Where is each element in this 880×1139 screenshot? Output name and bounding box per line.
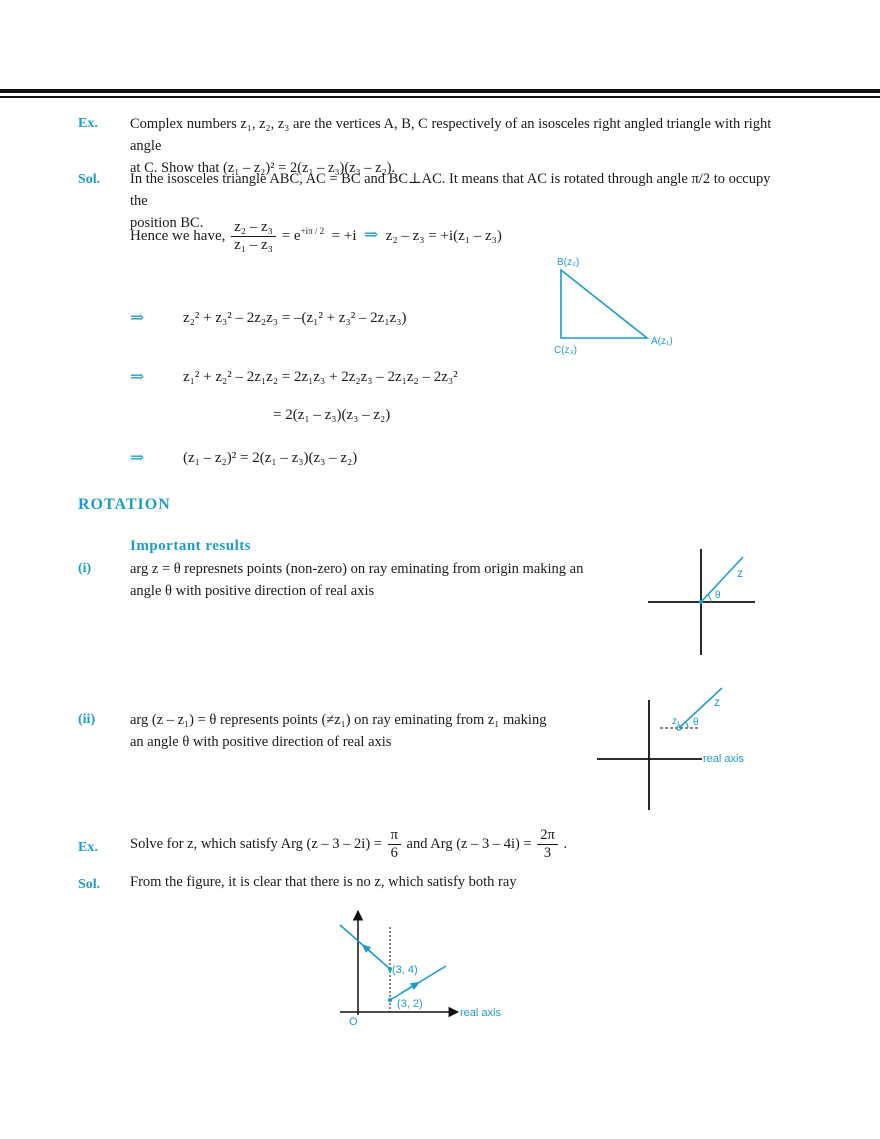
ray-2pi-3-arrow	[361, 943, 377, 958]
point-3-2	[388, 998, 392, 1002]
example-line-2: at C. Show that (z₁ – z₂)² = 2(z₁ – z₃)(…	[130, 160, 396, 176]
solution-line-1: In the isosceles triangle ABC, AC = BC a…	[130, 171, 771, 209]
theta-label: θ	[693, 717, 699, 728]
result-ii-tag: (ii)	[78, 712, 96, 727]
example-2-text-c: .	[563, 835, 568, 852]
ray-z-label: z	[714, 695, 720, 709]
implies-arrow-2: ⇒	[130, 367, 145, 386]
ray-z	[678, 687, 723, 729]
rotation-equation: Hence we have, z₂ – z₃ z₁ – z₃ = e+iπ / …	[130, 219, 502, 254]
vertex-a-label: A(z₁)	[651, 336, 673, 347]
fraction-2-denominator: 3	[543, 845, 552, 861]
example-2-statement: Solve for z, which satisfy Arg (z – 3 – …	[130, 827, 567, 862]
ray-pi-6-arrow	[401, 981, 421, 994]
solution-2-tag: Sol.	[78, 877, 101, 892]
section-heading: ROTATION	[78, 496, 171, 513]
result-i-text: arg z = θ represnets points (non-zero) o…	[130, 558, 610, 602]
solution-statement: In the isosceles triangle ABC, AC = BC a…	[130, 168, 790, 234]
derivation-step-1: z₂² + z₃² – 2z₂z₃ = –(z₁² + z₃² – 2z₁z₃)	[183, 310, 407, 326]
ratio-denominator: z₁ – z₃	[234, 237, 273, 253]
point-3-4-label: (3, 4)	[392, 964, 418, 976]
result-ii-line-2: an angle θ with positive direction of re…	[130, 734, 392, 750]
result-ii-line-1: arg (z – z₁) = θ represents points (≠z₁)…	[130, 712, 547, 728]
result-ii-text: arg (z – z₁) = θ represents points (≠z₁)…	[130, 709, 590, 753]
triangle-shape	[560, 268, 650, 339]
implies-arrow-1: ⇒	[130, 308, 145, 327]
solution-line-2: position BC.	[130, 215, 204, 231]
result-i-line-2: angle θ with positive direction of real …	[130, 583, 375, 599]
origin-label: O	[349, 1016, 358, 1028]
z1-label: z₁	[672, 716, 681, 727]
equals-i: = +i	[331, 227, 357, 244]
exp-power: +iπ / 2	[300, 225, 325, 236]
origin-point	[698, 599, 704, 605]
two-rays-figure: (3, 4) (3, 2) real axis O	[339, 909, 501, 1028]
header-rule-thick	[0, 89, 880, 93]
derivation-step-4: (z₁ – z₂)² = 2(z₁ – z₃)(z₃ – z₂)	[183, 450, 358, 466]
real-axis-label: real axis	[460, 1007, 501, 1019]
fraction-2-numerator: 2π	[537, 827, 558, 845]
example-2-tag: Ex.	[78, 840, 98, 855]
solution-2-line: From the figure, it is clear that there …	[130, 874, 517, 890]
example-2-text-b: and Arg (z – 3 – 4i) =	[406, 835, 532, 852]
angle-arc	[707, 594, 712, 603]
header-rule-thin	[0, 96, 880, 98]
ray-from-origin-figure: z θ	[648, 549, 755, 655]
derivation-step-2: z₁² + z₂² – 2z₁z₂ = 2z₁z₃ + 2z₂z₃ – 2z₁z…	[183, 369, 458, 385]
exp-equals: = e	[281, 227, 301, 244]
rotation-result: z₂ – z₃ = +i(z₁ – z₃)	[385, 227, 502, 244]
example-statement: Complex numbers z₁, z₂, z₃ are the verti…	[130, 113, 790, 179]
implies-arrow-3: ⇒	[130, 448, 145, 467]
ratio-fraction: z₂ – z₃ z₁ – z₃	[231, 219, 276, 254]
triangle-figure: B(z₂) C(z₃) A(z₁)	[554, 257, 673, 356]
real-axis-label: real axis	[703, 753, 744, 765]
derivation-step-3: = 2(z₁ – z₃)(z₃ – z₂)	[273, 407, 391, 423]
example-line-1: Complex numbers z₁, z₂, z₃ are the verti…	[130, 116, 772, 154]
fraction-1-denominator: 6	[390, 845, 398, 861]
theta-label: θ	[715, 590, 721, 601]
ray-z-label: z	[737, 566, 743, 580]
solution-tag: Sol.	[78, 172, 101, 187]
vertex-c-label: C(z₃)	[554, 345, 577, 356]
angle-fraction-2: 2π 3	[537, 827, 558, 862]
result-i-tag: (i)	[78, 561, 92, 576]
ray-from-z1-figure: z z₁ θ real axis	[597, 687, 744, 810]
fraction-1-numerator: π	[387, 827, 401, 845]
subsection-heading: Important results	[130, 538, 252, 554]
point-3-4	[388, 967, 392, 971]
vertex-b-label: B(z₂)	[557, 257, 579, 268]
implies-arrow: ⇒	[364, 224, 379, 244]
example-tag: Ex.	[78, 116, 98, 131]
point-3-2-label: (3, 2)	[397, 998, 423, 1010]
hence-text: Hence we have,	[130, 227, 226, 244]
result-i-line-1: arg z = θ represnets points (non-zero) o…	[130, 561, 584, 577]
angle-fraction-1: π 6	[387, 827, 401, 862]
z1-point	[676, 725, 682, 731]
angle-arc	[685, 721, 689, 729]
ratio-numerator: z₂ – z₃	[231, 219, 276, 237]
example-2-text-a: Solve for z, which satisfy Arg (z – 3 – …	[130, 835, 382, 852]
